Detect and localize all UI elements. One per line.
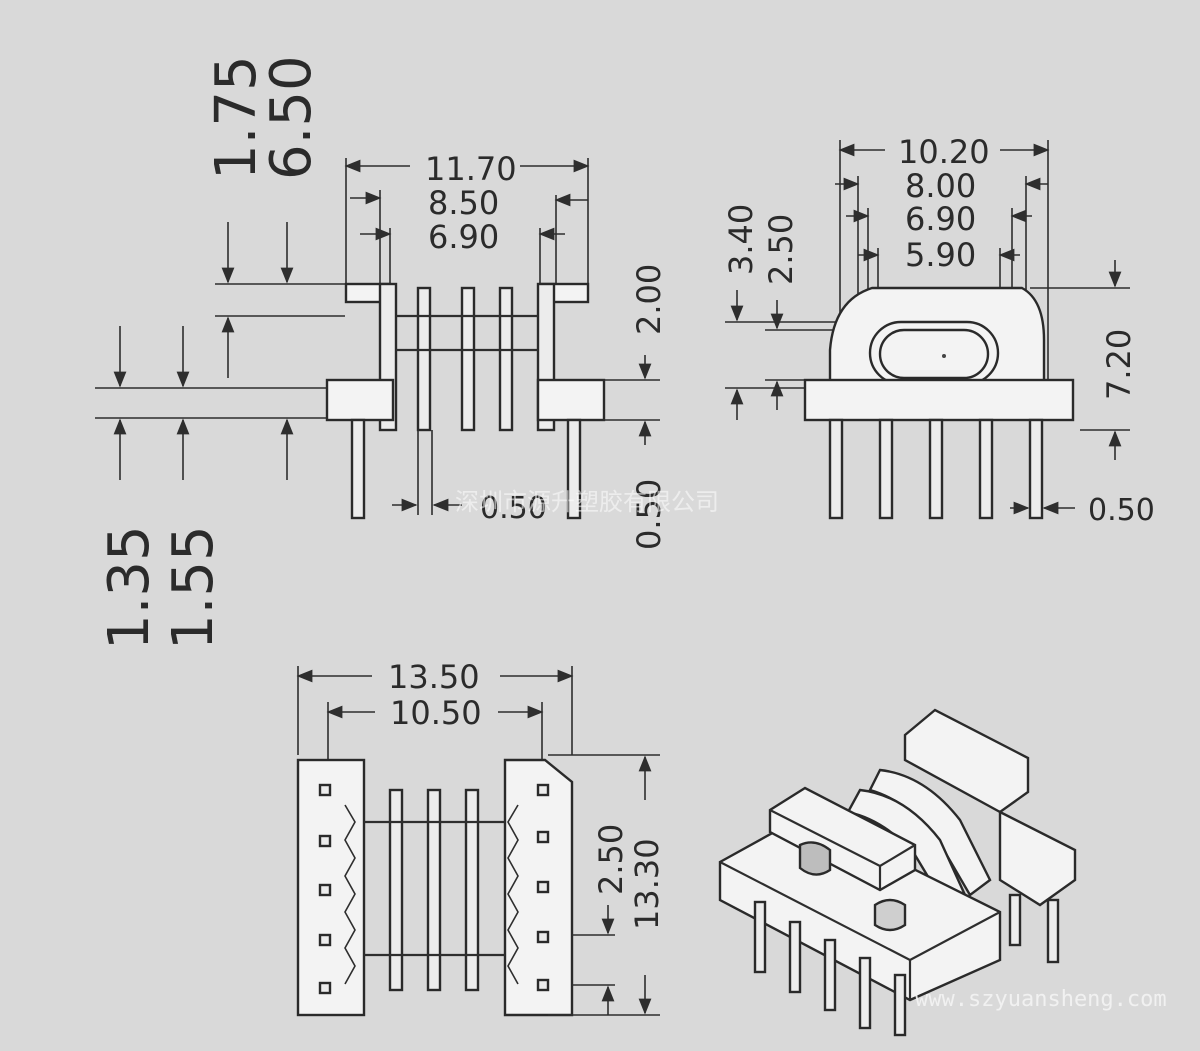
side-view: 1.75 6.50 11.70 8.50 6.90 1.35 1.55 (95, 55, 668, 650)
isometric-view (718, 708, 1077, 1037)
dim-8-00: 8.00 (905, 167, 976, 205)
dim-1-75: 1.75 (204, 55, 269, 180)
dim-6-90: 6.90 (428, 218, 499, 256)
dim-0-50-pitch: 0.50 (480, 491, 547, 526)
dim-6-50: 6.50 (259, 55, 324, 180)
dim-1-35: 1.35 (97, 525, 162, 650)
dim-7-20: 7.20 (1100, 329, 1138, 400)
dim-3-40: 3.40 (722, 204, 760, 275)
dim-2-00: 2.00 (630, 264, 668, 335)
dim-5-90: 5.90 (905, 236, 976, 274)
dim-0-50-rot: 0.50 (630, 479, 668, 550)
watermark-website: www.szyuansheng.com (915, 987, 1167, 1012)
dim-8-50: 8.50 (428, 184, 499, 222)
dim-2-50-bottom: 2.50 (592, 824, 630, 895)
dim-6-90-front: 6.90 (905, 200, 976, 238)
dim-10-50: 10.50 (390, 694, 482, 732)
front-view: 10.20 8.00 6.90 5.90 3.40 2.50 (722, 133, 1155, 528)
dim-0-50-front: 0.50 (1088, 493, 1155, 528)
watermark-company: 深圳市源升塑胶有限公司 (455, 488, 719, 516)
dim-2-50-front: 2.50 (762, 214, 800, 285)
dim-10-20: 10.20 (898, 133, 990, 171)
dim-11-70: 11.70 (425, 150, 517, 188)
bottom-view: 13.50 10.50 (296, 658, 666, 1017)
dim-1-55: 1.55 (161, 525, 226, 650)
dim-13-50: 13.50 (388, 658, 480, 696)
dim-13-30: 13.30 (628, 838, 666, 930)
